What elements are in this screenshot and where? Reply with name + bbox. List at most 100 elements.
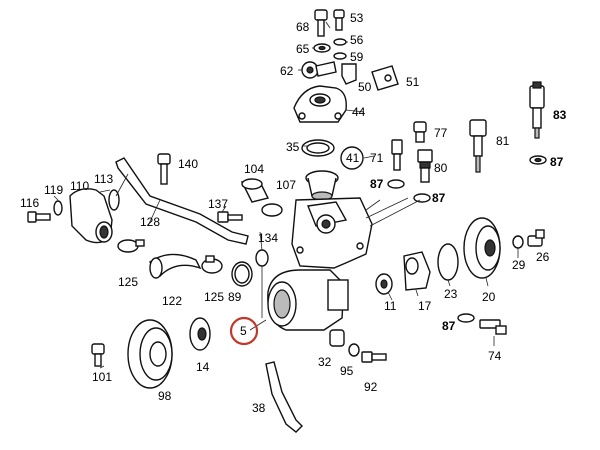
label-53: 53 xyxy=(350,11,364,25)
part-labels: 68 53 65 56 59 62 50 51 44 83 77 81 87 3… xyxy=(20,11,567,415)
bushing-32[interactable] xyxy=(329,329,345,347)
temperature-switch-81[interactable] xyxy=(469,119,487,173)
clamp-125-left[interactable] xyxy=(117,239,145,253)
washer-65[interactable] xyxy=(313,43,331,53)
label-20: 20 xyxy=(482,290,496,304)
leader-lines xyxy=(53,21,519,369)
washer-87-mid[interactable] xyxy=(387,179,405,189)
label-134: 134 xyxy=(258,231,278,245)
water-pump-body-5[interactable] xyxy=(267,269,349,331)
label-62: 62 xyxy=(280,64,294,78)
label-56: 56 xyxy=(350,33,364,47)
label-107: 107 xyxy=(276,178,296,192)
bracket-51[interactable] xyxy=(371,65,399,91)
label-119: 119 xyxy=(44,183,63,197)
label-122: 122 xyxy=(162,294,182,308)
label-87-lower: 87 xyxy=(442,319,456,333)
temperature-sender-83[interactable] xyxy=(529,81,545,139)
sensor-74[interactable] xyxy=(479,319,507,335)
washer-87-lower[interactable] xyxy=(457,313,475,323)
label-87-mid: 87 xyxy=(370,177,384,191)
elbow-104[interactable] xyxy=(240,178,270,203)
washer-95[interactable] xyxy=(348,343,360,357)
water-pump-housing[interactable] xyxy=(291,197,373,269)
label-5: 5 xyxy=(240,324,247,338)
thermostat-71[interactable] xyxy=(305,170,339,201)
label-71: 71 xyxy=(370,151,384,165)
label-104: 104 xyxy=(244,162,264,176)
pulley-98[interactable] xyxy=(127,319,173,389)
label-140: 140 xyxy=(178,157,198,171)
bolt-116[interactable] xyxy=(27,211,51,223)
label-51: 51 xyxy=(406,75,420,89)
bolt-140[interactable] xyxy=(157,153,171,185)
washer-87-right[interactable] xyxy=(413,193,431,203)
label-128: 128 xyxy=(140,215,160,229)
label-23: 23 xyxy=(444,287,458,301)
label-29: 29 xyxy=(512,258,526,272)
o-ring-119[interactable] xyxy=(53,200,63,216)
label-137: 137 xyxy=(208,197,228,211)
o-ring-134[interactable] xyxy=(255,249,269,267)
bolt-137[interactable] xyxy=(217,211,243,223)
label-80: 80 xyxy=(434,161,448,175)
label-35: 35 xyxy=(286,140,300,154)
label-89: 89 xyxy=(228,290,242,304)
thermostat-cover-44[interactable] xyxy=(293,85,347,123)
gasket-35[interactable] xyxy=(301,139,335,157)
tensioner-17[interactable] xyxy=(403,251,431,291)
label-26: 26 xyxy=(536,250,550,264)
label-32: 32 xyxy=(318,355,332,369)
hub-14[interactable] xyxy=(189,317,211,351)
bolt-26[interactable] xyxy=(527,229,545,247)
highlight-ring-5 xyxy=(229,316,259,346)
label-65: 65 xyxy=(296,42,310,56)
pipe-128[interactable] xyxy=(115,157,249,245)
banjo-fitting-62[interactable] xyxy=(301,61,337,79)
seal-23[interactable] xyxy=(437,243,459,281)
o-ring-89[interactable] xyxy=(231,261,253,287)
bolt-53[interactable] xyxy=(333,9,345,31)
label-92: 92 xyxy=(364,380,378,394)
label-95: 95 xyxy=(340,364,354,378)
pulley-20[interactable] xyxy=(463,217,501,279)
hose-38[interactable] xyxy=(265,361,303,433)
hose-122[interactable] xyxy=(149,253,202,279)
label-83: 83 xyxy=(553,108,567,122)
bolt-68[interactable] xyxy=(314,9,328,37)
bolt-92[interactable] xyxy=(361,351,387,363)
label-113: 113 xyxy=(94,172,113,186)
label-87-right: 87 xyxy=(432,191,446,205)
label-125-right: 125 xyxy=(204,290,224,304)
elbow-110[interactable] xyxy=(69,188,113,244)
label-44: 44 xyxy=(352,105,366,119)
label-17: 17 xyxy=(418,299,432,313)
seal-41[interactable] xyxy=(340,146,364,170)
label-38: 38 xyxy=(252,401,266,415)
bolt-101[interactable] xyxy=(91,343,105,367)
label-101: 101 xyxy=(92,370,112,384)
shim-11[interactable] xyxy=(375,273,393,295)
label-14: 14 xyxy=(196,360,210,374)
label-68: 68 xyxy=(296,20,310,34)
washer-59[interactable] xyxy=(333,52,347,60)
label-87-top-right: 87 xyxy=(550,155,564,169)
clamp-125-right[interactable] xyxy=(201,255,223,274)
label-50: 50 xyxy=(358,80,372,94)
label-41: 41 xyxy=(346,151,360,165)
label-74: 74 xyxy=(488,349,502,363)
label-125-left: 125 xyxy=(118,275,138,289)
label-11: 11 xyxy=(384,299,397,313)
washer-29[interactable] xyxy=(512,235,524,249)
plug-77[interactable] xyxy=(413,121,427,143)
clip-50[interactable] xyxy=(341,63,357,85)
sensor-71-plug[interactable] xyxy=(391,139,403,171)
label-110: 110 xyxy=(70,179,89,193)
clamp-107[interactable] xyxy=(261,203,283,217)
washer-87-top-right[interactable] xyxy=(529,155,547,165)
washer-56[interactable] xyxy=(333,38,347,46)
sensor-80[interactable] xyxy=(417,149,433,183)
label-98: 98 xyxy=(158,389,172,403)
label-59: 59 xyxy=(350,50,364,64)
